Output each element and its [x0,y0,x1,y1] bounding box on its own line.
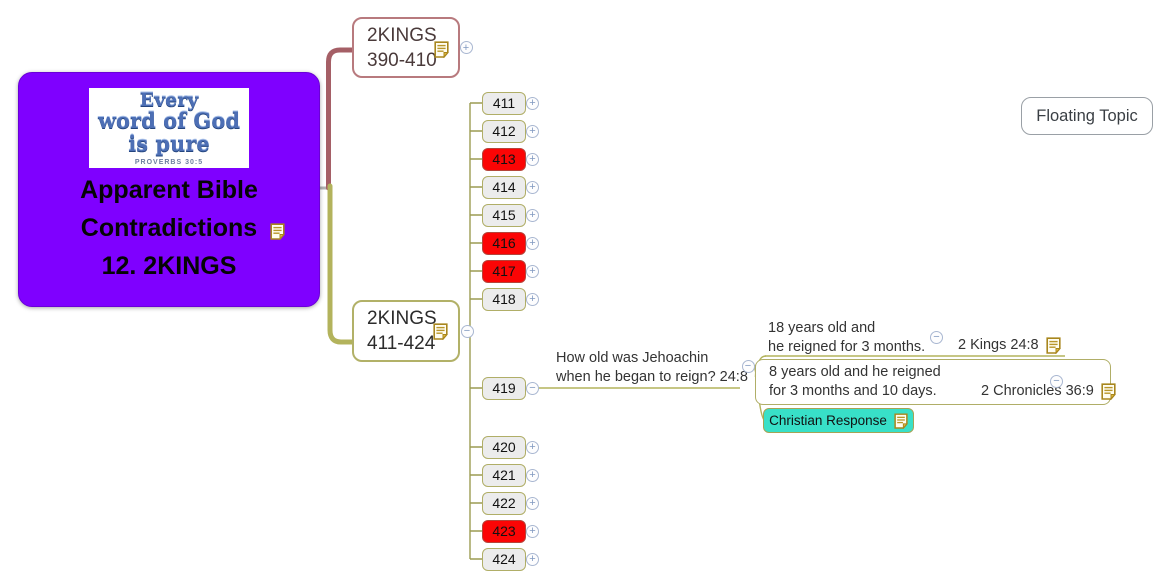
topic-420[interactable]: 420 [482,435,526,459]
collapse-button-419[interactable]: − [526,381,539,395]
title-line-3: 12. 2KINGS [101,252,237,280]
topic-label-line: 2KINGS [367,308,437,329]
scripture-image: Every word of God is pure PROVERBS 30:5 [89,88,249,168]
expand-button-416[interactable]: + [526,236,539,250]
expand-button-422[interactable]: + [526,496,539,510]
answer-line: 18 years old and [768,320,876,336]
expand-button-421[interactable]: + [526,468,539,482]
topic-422[interactable]: 422 [482,491,526,515]
expand-button-418[interactable]: + [526,292,539,306]
floating-topic[interactable]: Floating Topic [1021,97,1153,135]
question-line: How old was Jehoachin [556,350,709,366]
topic-answer-1[interactable]: 18 years old and he reigned for 3 months… [768,319,925,356]
floating-topic-label: Floating Topic [1036,106,1138,125]
poster-caption: PROVERBS 30:5 [134,158,204,166]
poster-line: Every [139,88,199,111]
topic-412[interactable]: 412 [482,119,526,143]
central-topic[interactable]: Every word of God is pure PROVERBS 30:5 … [18,72,320,307]
topic-question[interactable]: How old was Jehoachin when he began to r… [556,349,748,386]
expand-button-413[interactable]: + [526,152,539,166]
expand-button-415[interactable]: + [526,208,539,222]
note-icon[interactable] [434,41,449,59]
ref-label-text: 2 Kings 24:8 [958,337,1039,353]
topic-411[interactable]: 411 [482,91,526,115]
topic-answer-2-box[interactable]: 8 years old and he reigned for 3 months … [755,359,1111,405]
expand-button-411[interactable]: + [526,96,539,110]
title-line-1: Apparent Bible [80,176,258,204]
collapse-button-answer-2[interactable]: − [1050,374,1063,388]
topic-421[interactable]: 421 [482,463,526,487]
note-icon[interactable] [270,223,285,241]
topic-ref-2chronicles-36-9[interactable]: 2 Chronicles 36:9 [981,382,1116,401]
answer-line: he reigned for 3 months. [768,338,926,355]
topic-2kings-390-410[interactable]: 2KINGS 390-410 [352,17,460,78]
topic-417[interactable]: 417 [482,259,526,283]
note-icon[interactable] [894,412,908,429]
branch-line-top [326,47,355,191]
topic-424[interactable]: 424 [482,547,526,571]
note-icon[interactable] [1101,383,1116,401]
christian-response-label: Christian Response [769,413,887,428]
collapse-button-answer-1[interactable]: − [930,330,943,344]
answer-line: 8 years old and he reigned [769,364,941,380]
poster-line: word of God [97,108,241,134]
ref-label-text: 2 Chronicles 36:9 [981,383,1094,399]
poster-line: is pure [128,130,210,156]
expand-button-424[interactable]: + [526,552,539,566]
topic-418[interactable]: 418 [482,287,526,311]
expand-button-423[interactable]: + [526,524,539,538]
answer-line: for 3 months and 10 days. [769,382,937,399]
expand-button-414[interactable]: + [526,180,539,194]
topic-413[interactable]: 413 [482,147,526,171]
topic-2kings-411-424[interactable]: 2KINGS 411-424 [352,300,460,362]
topic-423[interactable]: 423 [482,519,526,543]
topic-419[interactable]: 419 [482,376,526,400]
branch-line-bottom [327,183,355,345]
topic-label-line: 411-424 [367,333,436,354]
note-icon[interactable] [433,323,448,341]
question-line: when he began to reign? 24:8 [556,368,748,385]
note-icon[interactable] [1046,337,1061,355]
topic-ref-2kings-24-8[interactable]: 2 Kings 24:8 [958,336,1061,355]
topic-414[interactable]: 414 [482,175,526,199]
topic-christian-response[interactable]: Christian Response [763,408,914,433]
topic-415[interactable]: 415 [482,203,526,227]
topic-answer-2: 8 years old and he reigned for 3 months … [769,363,941,400]
collapse-button-411-424[interactable]: − [460,324,474,338]
expand-button-390-410[interactable]: + [459,41,473,54]
title-line-2: Contradictions [80,214,258,242]
central-topic-title: Apparent Bible Contradictions 12. 2KINGS [19,171,319,285]
topic-416[interactable]: 416 [482,231,526,255]
collapse-button-question[interactable]: − [741,359,755,373]
topic-label-line: 2KINGS [367,24,437,46]
topic-label-line: 390-410 [367,49,437,71]
expand-button-420[interactable]: + [526,440,539,454]
expand-button-412[interactable]: + [526,124,539,138]
expand-button-417[interactable]: + [526,264,539,278]
